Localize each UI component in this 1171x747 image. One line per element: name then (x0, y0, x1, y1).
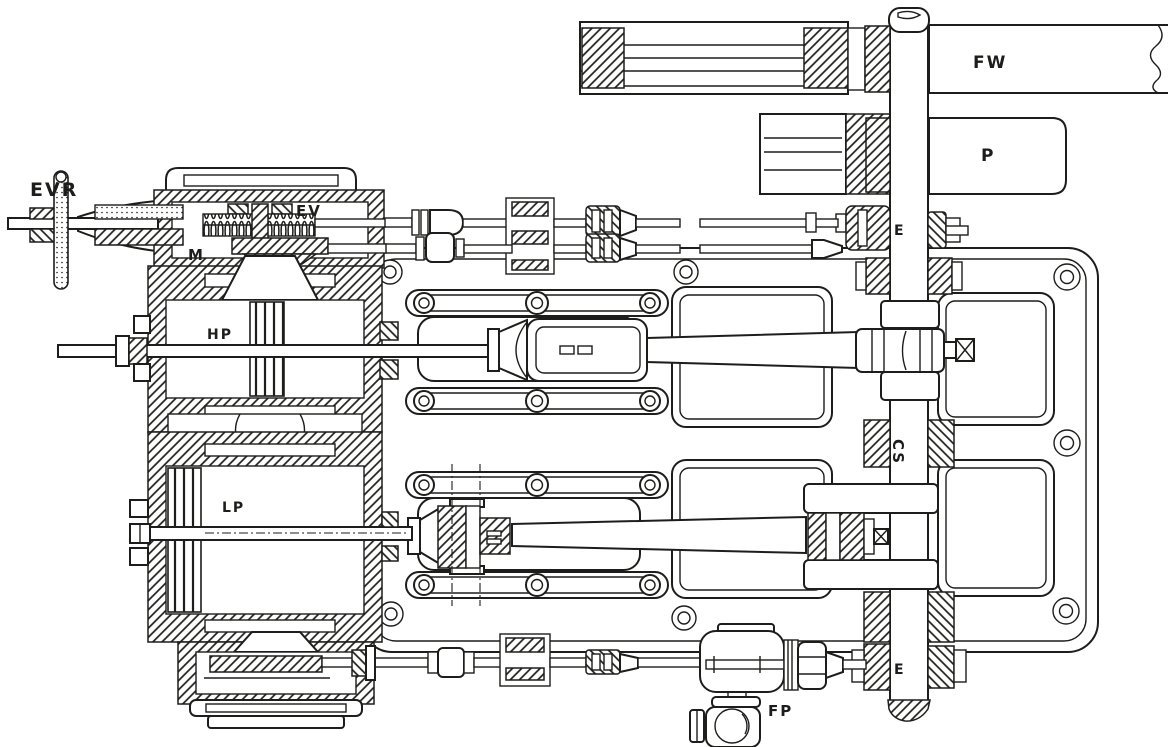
lp-valve (209, 655, 323, 673)
feed-pump (689, 623, 867, 747)
label-e-bottom: E (894, 662, 906, 678)
bottom-steam-chest (177, 631, 376, 729)
break-line (1149, 24, 1163, 94)
flywheel-far-rim (579, 21, 849, 95)
expansion-valve-regulator (7, 170, 184, 290)
hp-crank (855, 300, 975, 401)
lp-crosshead (407, 464, 511, 606)
pulley-hub (865, 117, 891, 193)
evr-rod (7, 217, 159, 230)
hp-piston-rod (57, 344, 489, 358)
bottom-eccentric (851, 643, 967, 691)
label-cs: CS (889, 439, 907, 465)
main-bearings (855, 257, 963, 643)
label-e-top: E (894, 223, 906, 239)
hp-cylinder (57, 255, 489, 433)
hp-guide-bars (405, 289, 669, 415)
crankpin-bolt (943, 341, 957, 359)
label-fw: FW (973, 53, 1007, 73)
flywheel-near-rim (928, 24, 1168, 94)
engine-block (57, 167, 489, 729)
flywheel-hub (847, 25, 891, 93)
top-eccentric (835, 205, 969, 251)
lp-connecting-rod (511, 515, 807, 555)
label-lp: LP (222, 500, 245, 516)
label-m: M (188, 246, 205, 264)
lp-guide-bars (405, 471, 669, 599)
valve-rods-top (383, 197, 843, 275)
shaft-broken-end (887, 699, 931, 722)
lp-crank (803, 483, 939, 590)
label-hp: HP (207, 327, 233, 343)
lp-cylinder (129, 431, 413, 643)
label-evr: EVR (30, 179, 78, 201)
pump-gland-nut (797, 641, 827, 690)
bedplate-bolt-holes (377, 259, 1081, 631)
pulley-near-rim (928, 117, 1067, 195)
labels: EVR EV M HP LP FW P E CS E FP (30, 53, 1007, 720)
main-valve (231, 237, 329, 255)
pump-valve-ball (714, 708, 750, 744)
hp-crosshead (487, 318, 648, 382)
lp-valve-rod (374, 633, 707, 687)
label-p: P (981, 146, 995, 166)
label-fp: FP (768, 702, 793, 720)
evr-lever (53, 170, 69, 290)
label-ev: EV (296, 202, 322, 220)
hp-connecting-rod (646, 330, 859, 370)
